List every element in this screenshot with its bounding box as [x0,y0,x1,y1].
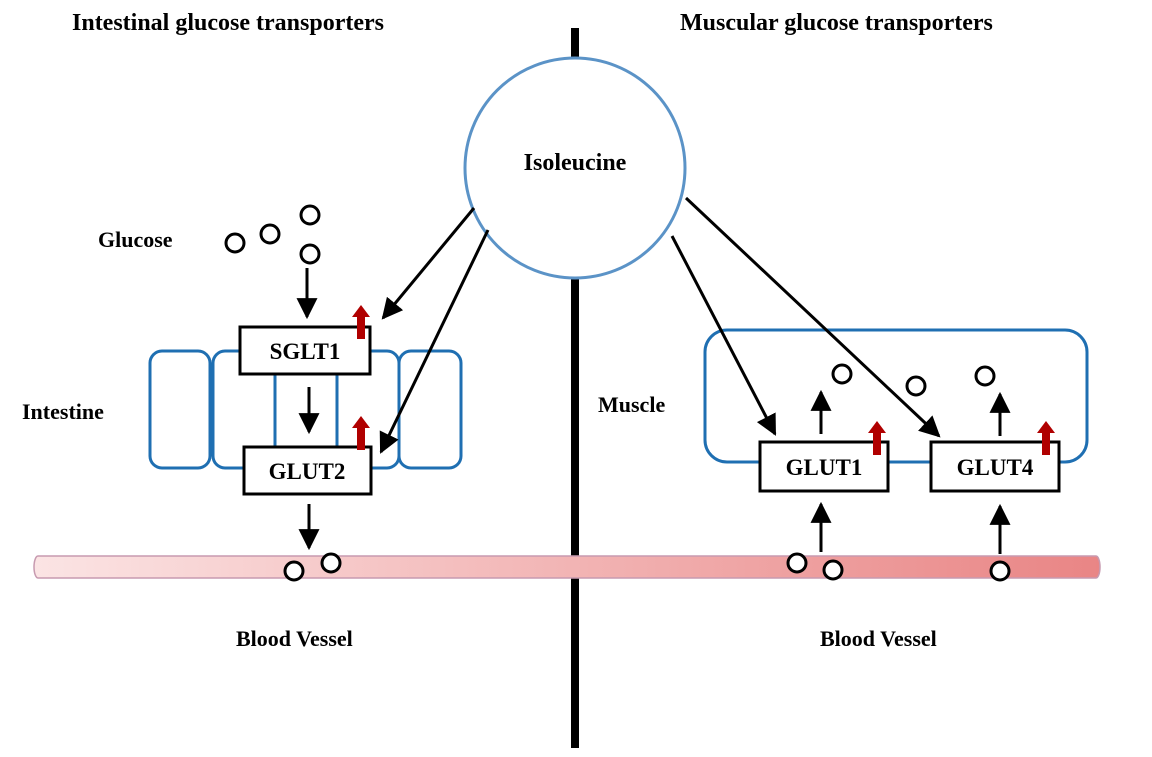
glucose-molecule-icon [320,552,342,574]
blood-vessel-label-left: Blood Vessel [236,626,353,651]
up-arrow-icon [1037,421,1055,455]
blood-vessel-label-right: Blood Vessel [820,626,937,651]
glucose-molecule-icon [259,223,281,245]
glucose-molecules [224,204,1011,582]
intestine-cell-1 [148,349,212,470]
glucose-molecule-icon [299,204,321,226]
glut4-label: GLUT4 [957,455,1034,480]
glucose-molecule-icon [822,559,844,581]
isoleucine-circle [463,56,687,280]
glucose-molecule-icon [786,552,808,574]
glut1-box [758,440,890,493]
glut4-box [929,440,1061,493]
glucose-molecule-icon [299,243,321,265]
up-arrow-icon [352,305,370,339]
glucose-molecule-icon [989,560,1011,582]
intestine-cell-5 [397,349,463,470]
arrow-isoleucine-to-glut4 [684,196,941,438]
isoleucine-arrows [379,196,941,454]
sglt1-label: SGLT1 [270,339,341,364]
muscle-label: Muscle [598,392,665,417]
upregulation-arrows [352,305,1055,455]
left-title: Intestinal glucose transporters [72,10,384,36]
glucose-flow-arrows [296,268,1011,554]
right-title: Muscular glucose transporters [680,10,993,36]
glucose-molecule-icon [283,560,305,582]
arrow-isoleucine-to-glut2 [379,229,490,454]
arrow-isoleucine-to-sglt1 [381,207,476,320]
intestine-label: Intestine [22,399,104,424]
glucose-molecule-icon [831,363,853,385]
sglt1-box [238,325,372,376]
up-arrow-icon [868,421,886,455]
arrow-isoleucine-to-glut1 [670,235,777,436]
muscle-cell [703,328,1089,464]
glucose-label: Glucose [98,227,173,252]
glut1-label: GLUT1 [786,455,863,480]
glucose-molecule-icon [224,232,246,254]
glucose-molecule-icon [974,365,996,387]
glut2-label: GLUT2 [269,459,346,484]
glut2-box [242,445,373,496]
glucose-molecule-icon [905,375,927,397]
up-arrow-icon [352,416,370,450]
isoleucine-label: Isoleucine [524,150,627,176]
blood-vessel [33,555,1101,579]
